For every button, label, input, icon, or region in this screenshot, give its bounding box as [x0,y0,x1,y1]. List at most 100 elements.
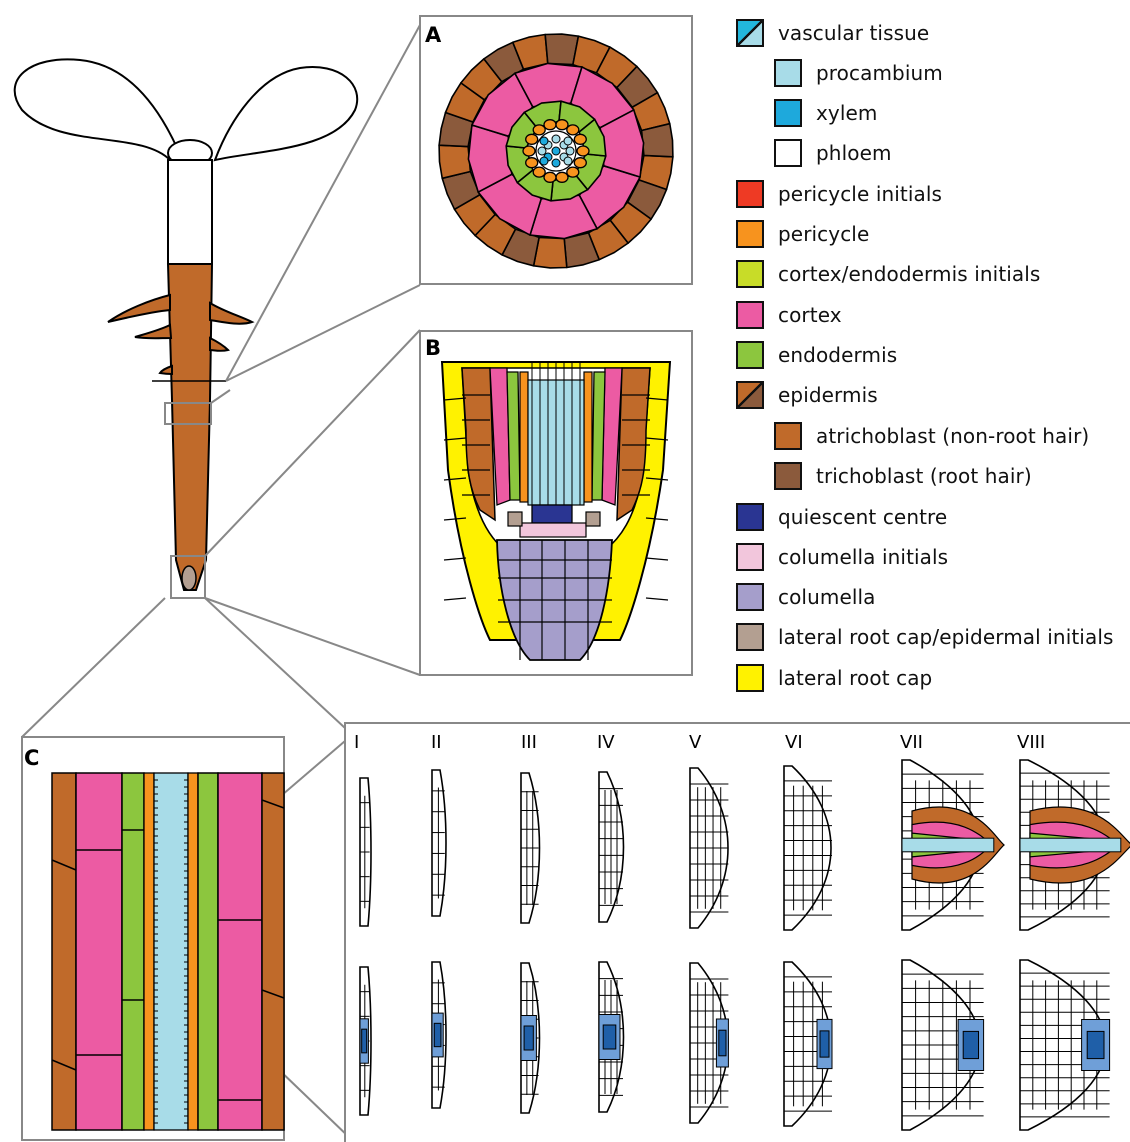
stage-label: VIII [1017,732,1045,753]
marker-core [1087,1031,1104,1058]
hypocotyl [168,160,212,264]
vascular-layer [902,838,994,852]
right-cortex [218,773,262,1130]
vascular-cell [564,137,572,145]
panel-c-label: C [24,746,39,770]
root-tip [182,566,196,590]
legend-item: cortex/endodermis initials [736,259,1040,289]
legend-swatch [774,462,802,490]
legend-item: pericycle initials [736,179,942,209]
seedling-illustration [15,59,358,590]
vascular-cell [552,147,560,155]
legend-item: endodermis [736,340,897,370]
primordium-stage-1 [360,967,371,1115]
panel-a-label: A [425,23,442,47]
stage-label: I [354,732,359,753]
legend-label: pericycle initials [778,182,942,206]
marker-core [524,1026,533,1050]
right-endodermis [198,773,218,1130]
legend-swatch [736,381,764,409]
lateral-root-1 [108,295,170,322]
primordium-stage-2 [432,962,446,1108]
legend-swatch [736,180,764,208]
primordium-outline [432,770,446,916]
legend-label: epidermis [778,383,878,407]
legend-swatch [736,19,764,47]
lrc-initial-right [586,512,600,526]
legend-label: lateral root cap/epidermal initials [778,625,1114,649]
right-pericycle [188,773,198,1130]
legend-label: cortex [778,303,842,327]
vascular-layer [1020,838,1121,852]
right-epidermis [262,773,284,1130]
right-pericycle [584,372,592,502]
legend-swatch [736,503,764,531]
pericycle-cell [526,158,538,168]
lateral-root-2 [210,303,252,324]
marker-core [963,1031,978,1058]
pericycle-cell [556,172,568,182]
legend-item: atrichoblast (non-root hair) [774,421,1089,451]
legend-label: xylem [816,101,878,125]
legend-swatch [774,59,802,87]
vascular-cell [566,147,574,155]
pericycle-cell [556,120,568,130]
legend-swatch [774,99,802,127]
left-endodermis [507,372,520,500]
legend-swatch [736,341,764,369]
legend-label: atrichoblast (non-root hair) [816,424,1089,448]
left-pericycle [520,372,528,502]
legend-item: xylem [774,98,878,128]
vascular [154,773,188,1130]
legend-swatch [736,664,764,692]
right-endodermis [592,372,605,500]
legend-item: lateral root cap/epidermal initials [736,622,1114,652]
cross-section [439,34,673,268]
legend-item: vascular tissue [736,18,929,48]
legend-label: endodermis [778,343,897,367]
pericycle-cell [544,172,556,182]
legend-swatch [736,301,764,329]
pericycle-cell [577,146,589,156]
lateral-root-4 [210,338,228,351]
legend-swatch [774,139,802,167]
left-cotyledon [15,59,178,160]
legend-label: phloem [816,141,892,165]
legend-item: procambium [774,58,943,88]
legend-label: pericycle [778,222,869,246]
pericycle-cell [574,134,586,144]
legend-item: columella [736,582,876,612]
pericycle-cell [523,146,535,156]
legend-item: pericycle [736,219,869,249]
legend-item: columella initials [736,542,948,572]
vascular-cell [538,147,546,155]
vascular-cell [552,135,560,143]
stage-label: VII [900,732,923,753]
stages-frame [345,723,1130,1142]
left-epidermis [52,773,76,1130]
legend-item: trichoblast (root hair) [774,461,1032,491]
marker-core [719,1030,726,1056]
primordium-stage-1 [360,778,371,926]
legend-swatch [736,260,764,288]
pericycle-cell [533,125,545,135]
pericycle-zone [52,773,284,1130]
legend-swatch [774,422,802,450]
legend-swatch [736,583,764,611]
legend-label: columella [778,585,876,609]
left-pericycle [144,773,154,1130]
pericycle-cell [567,125,579,135]
marker-core [820,1031,829,1057]
lrc-initial-left [508,512,522,526]
marker-core [362,1029,367,1053]
vascular-cell [540,157,548,165]
legend-label: lateral root cap [778,666,932,690]
legend-label: quiescent centre [778,505,947,529]
vascular-cell [564,157,572,165]
marker-core [603,1025,616,1049]
left-endodermis [122,773,144,1130]
stage-label: V [689,732,702,753]
primary-root [168,264,212,590]
stage-label: III [521,732,537,753]
